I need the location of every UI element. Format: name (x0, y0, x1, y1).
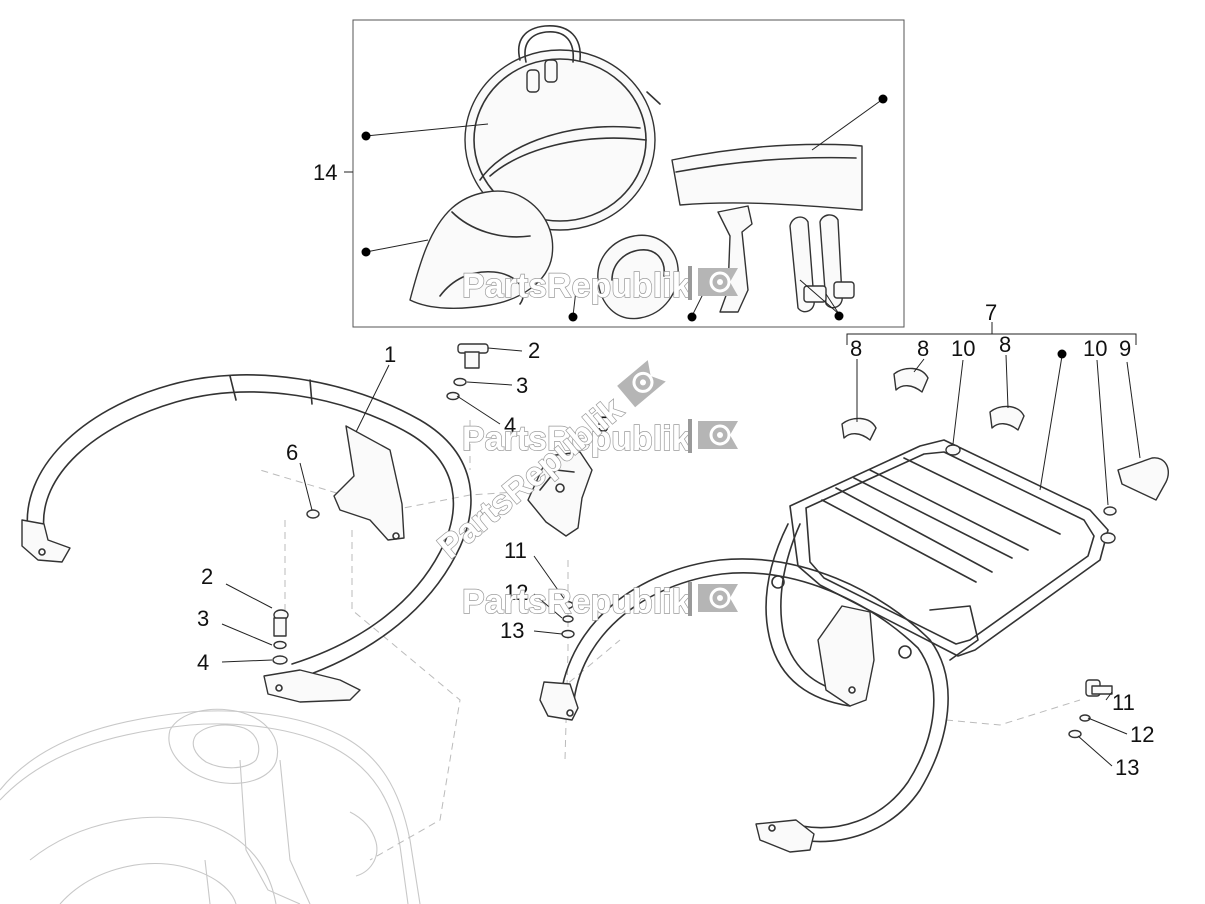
callout-12-middle: 12 (504, 580, 528, 605)
callout-4-lower: 4 (197, 650, 209, 675)
callout-7: 7 (985, 300, 997, 325)
bolt-upper (272, 343, 489, 665)
bolt-right (1068, 679, 1113, 739)
callout-1: 1 (384, 342, 396, 367)
gear-flag-icon (617, 360, 666, 408)
helmet-pad (597, 234, 679, 320)
leader-lines (221, 322, 1141, 767)
callout-12-right: 12 (1130, 722, 1154, 747)
callout-2-lower: 2 (201, 564, 213, 589)
rack-dot (1057, 349, 1067, 359)
callout-13-right: 13 (1115, 755, 1139, 780)
callout-8-middle: 8 (917, 336, 929, 361)
callout-3-upper: 3 (516, 373, 528, 398)
scooter-body-outline (0, 708, 421, 904)
callout-3-lower: 3 (197, 606, 209, 631)
callout-10-right: 10 (1083, 336, 1107, 361)
bolt-middle (560, 600, 575, 639)
gear-flag-icon (698, 584, 738, 612)
strap-buckles (717, 205, 855, 313)
grab-handle (21, 374, 472, 703)
watermark-text: PartsRepublik (462, 583, 691, 621)
callout-10-left: 10 (951, 336, 975, 361)
callout-8-left: 8 (850, 336, 862, 361)
kit-leader-lines (344, 98, 884, 317)
kit-dots (361, 94, 888, 322)
callout-labels: 1 2 3 4 5 6 2 3 4 11 12 13 7 8 8 10 8 10… (197, 160, 1154, 780)
helmet-bag (464, 25, 661, 231)
assembly-guide-lines (259, 420, 1081, 861)
watermark-diagonal: PartsRepublik (430, 360, 666, 567)
cover-cloth (409, 190, 554, 309)
watermark-middle: PartsRepublik (461, 419, 738, 459)
callout-6: 6 (286, 440, 298, 465)
watermark-top: PartsRepublik (461, 266, 738, 306)
callout-5: 5 (597, 412, 609, 437)
watermark-text: PartsRepublik (431, 390, 631, 566)
watermark-text: PartsRepublik (462, 267, 691, 305)
callout-13-middle: 13 (500, 618, 524, 643)
watermark-lower: PartsRepublik (461, 582, 738, 622)
callout-14: 14 (313, 160, 337, 185)
callout-2-upper: 2 (528, 338, 540, 363)
mounting-bracket (527, 451, 593, 537)
callout-11-middle: 11 (504, 538, 527, 563)
callout-11-right: 11 (1112, 690, 1135, 715)
strap-band (671, 143, 863, 211)
callout-9: 9 (1119, 336, 1131, 361)
gear-flag-icon (698, 421, 738, 449)
rubber-pads (841, 367, 1170, 544)
callout-4-upper: 4 (504, 413, 516, 438)
luggage-rack (539, 439, 1109, 853)
accessory-kit-box (352, 19, 905, 328)
callout-8-right: 8 (999, 332, 1011, 357)
gear-flag-icon (698, 268, 738, 296)
watermark-text: PartsRepublik (462, 420, 691, 458)
